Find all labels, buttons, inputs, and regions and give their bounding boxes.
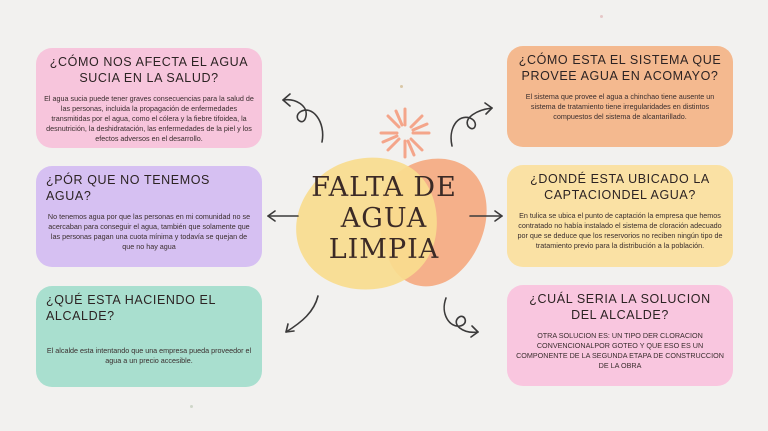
- title-line: LIMPIA: [300, 234, 468, 265]
- card-heading: ¿CÓMO NOS AFECTA EL AGUA SUCIA EN LA SAL…: [44, 54, 254, 86]
- title-line: AGUA: [300, 203, 468, 234]
- arrow-icon: [286, 296, 318, 332]
- card-heading: ¿QUÉ ESTA HACIENDO EL ALCALDE?: [44, 292, 254, 324]
- arrow-icon: [444, 298, 478, 337]
- card-text: El agua sucia puede tener graves consecu…: [44, 94, 254, 144]
- card-water-intake-location: ¿DONDÉ ESTA UBICADO LA CAPTACIONDEL AGUA…: [507, 165, 733, 267]
- card-water-system: ¿CÓMO ESTA EL SISTEMA QUE PROVEE AGUA EN…: [507, 46, 733, 147]
- card-text: OTRA SOLUCION ES: UN TIPO DER CLORACION …: [515, 331, 725, 371]
- card-mayor-solution: ¿CUÁL SERIA LA SOLUCION DEL ALCALDE? OTR…: [507, 285, 733, 386]
- card-heading: ¿PÓR QUE NO TENEMOS AGUA?: [44, 172, 254, 204]
- title-line: FALTA DE: [300, 172, 468, 203]
- central-topic-title: FALTA DE AGUA LIMPIA: [300, 172, 468, 265]
- card-text: No tenemos agua por que las personas en …: [44, 212, 254, 252]
- card-text: En tulica se ubica el punto de captación…: [515, 211, 725, 251]
- card-why-no-water: ¿PÓR QUE NO TENEMOS AGUA? No tenemos agu…: [36, 166, 262, 267]
- card-heading: ¿CUÁL SERIA LA SOLUCION DEL ALCALDE?: [515, 291, 725, 323]
- card-text: El alcalde esta intentando que una empre…: [44, 346, 254, 366]
- card-heading: ¿DONDÉ ESTA UBICADO LA CAPTACIONDEL AGUA…: [515, 171, 725, 203]
- card-health-effects: ¿CÓMO NOS AFECTA EL AGUA SUCIA EN LA SAL…: [36, 48, 262, 148]
- sunburst-icon: [381, 109, 429, 157]
- arrow-icon: [268, 211, 298, 221]
- arrow-icon: [451, 103, 492, 146]
- card-heading: ¿CÓMO ESTA EL SISTEMA QUE PROVEE AGUA EN…: [515, 52, 725, 84]
- arrow-icon: [283, 94, 323, 142]
- card-text: El sistema que provee el agua a chinchao…: [515, 92, 725, 122]
- card-mayor-actions: ¿QUÉ ESTA HACIENDO EL ALCALDE? El alcald…: [36, 286, 262, 387]
